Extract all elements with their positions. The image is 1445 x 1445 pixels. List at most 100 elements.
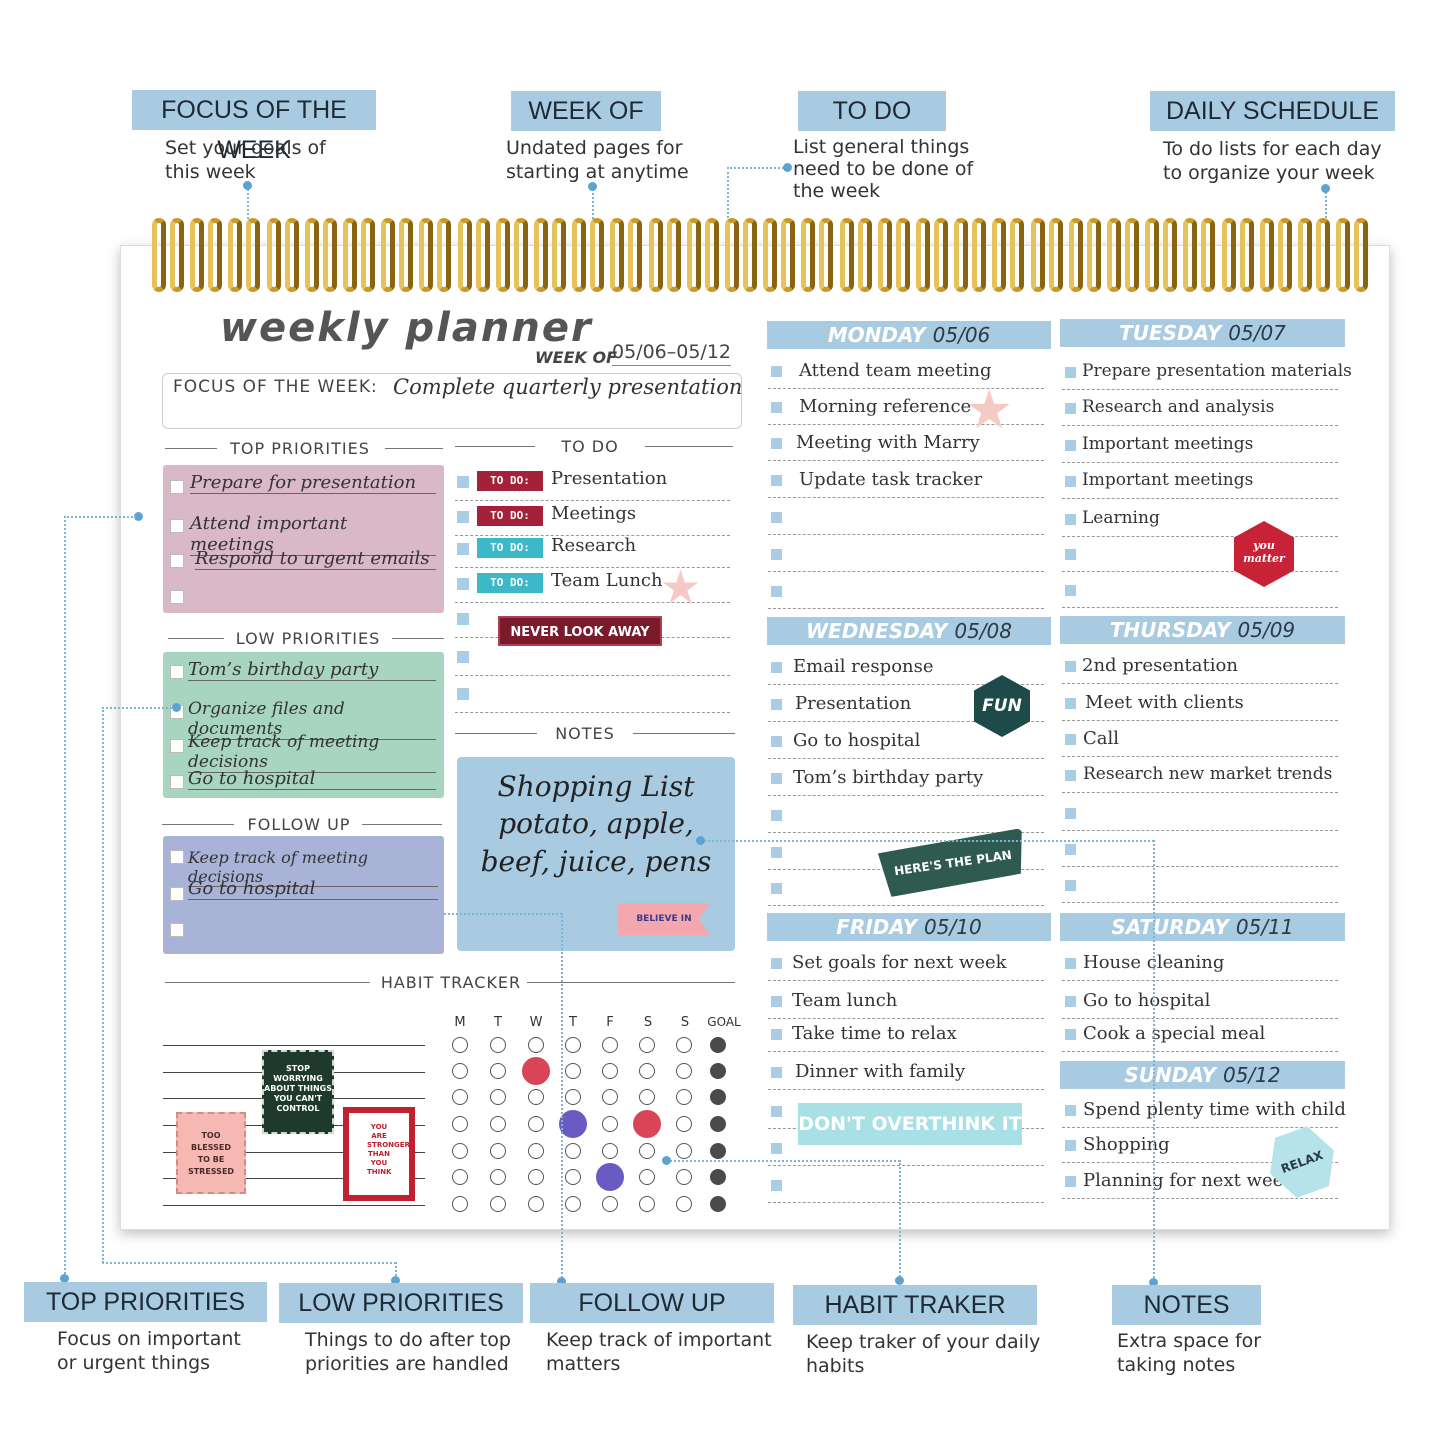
day-row[interactable]: Shopping: [1062, 1126, 1338, 1163]
day-row[interactable]: Take time to relax: [768, 1015, 1044, 1052]
habit-checkbox[interactable]: [528, 1116, 544, 1132]
checkbox[interactable]: [170, 923, 184, 937]
habit-checkbox[interactable]: [602, 1089, 618, 1105]
day-row[interactable]: Go to hospital: [1062, 982, 1338, 1019]
day-row[interactable]: [1062, 830, 1338, 867]
habit-checkbox[interactable]: [565, 1196, 581, 1212]
day-row[interactable]: Attend team meeting: [768, 352, 1044, 389]
day-row[interactable]: Research and analysis: [1062, 389, 1338, 426]
day-row[interactable]: [768, 796, 1044, 833]
habit-checkbox[interactable]: [528, 1196, 544, 1212]
habit-checkbox[interactable]: [490, 1037, 506, 1053]
day-row[interactable]: [768, 869, 1044, 906]
habit-checkbox[interactable]: [490, 1196, 506, 1212]
habit-checkbox[interactable]: [528, 1143, 544, 1159]
habit-goal-dot[interactable]: [710, 1143, 726, 1159]
habit-checkbox[interactable]: [676, 1037, 692, 1053]
checkbox[interactable]: [170, 775, 184, 789]
todo-row[interactable]: [455, 678, 730, 713]
checkbox[interactable]: [170, 850, 184, 864]
day-row[interactable]: [768, 535, 1044, 572]
day-row[interactable]: Call: [1062, 720, 1338, 757]
day-row[interactable]: Team lunch: [768, 982, 1044, 1019]
habit-checkbox[interactable]: [676, 1196, 692, 1212]
habit-checkbox[interactable]: [490, 1116, 506, 1132]
habit-checkbox[interactable]: [452, 1116, 468, 1132]
habit-checkbox[interactable]: [452, 1089, 468, 1105]
day-row[interactable]: Update task tracker: [768, 461, 1044, 498]
habit-checkbox[interactable]: [490, 1063, 506, 1079]
habit-checkbox[interactable]: [639, 1089, 655, 1105]
habit-goal-dot[interactable]: [710, 1169, 726, 1185]
habit-checkbox[interactable]: [676, 1143, 692, 1159]
checkbox[interactable]: [170, 887, 184, 901]
checkbox[interactable]: [170, 739, 184, 753]
habit-goal-dot[interactable]: [710, 1089, 726, 1105]
day-row[interactable]: [768, 572, 1044, 609]
day-row[interactable]: Dinner with family: [768, 1053, 1044, 1090]
habit-checkbox[interactable]: [676, 1089, 692, 1105]
todo-row[interactable]: TO DO:Meetings: [455, 501, 730, 536]
habit-checkbox[interactable]: [565, 1143, 581, 1159]
day-row[interactable]: [1062, 866, 1338, 903]
day-row[interactable]: Set goals for next week: [768, 944, 1044, 981]
day-row[interactable]: Important meetings: [1062, 426, 1338, 463]
day-row[interactable]: Go to hospital: [768, 722, 1044, 759]
habit-checkbox[interactable]: [452, 1037, 468, 1053]
habit-goal-dot[interactable]: [710, 1037, 726, 1053]
habit-checkbox[interactable]: [559, 1110, 587, 1138]
day-row[interactable]: [1062, 571, 1338, 608]
day-row[interactable]: Email response: [768, 648, 1044, 685]
day-row[interactable]: Presentation: [768, 685, 1044, 722]
habit-checkbox[interactable]: [452, 1063, 468, 1079]
todo-row[interactable]: [455, 641, 730, 676]
day-row[interactable]: Morning reference: [768, 388, 1044, 425]
day-row[interactable]: Tom’s birthday party: [768, 759, 1044, 796]
habit-checkbox[interactable]: [596, 1163, 624, 1191]
habit-checkbox[interactable]: [565, 1089, 581, 1105]
habit-checkbox[interactable]: [528, 1169, 544, 1185]
day-row[interactable]: Planning for next week: [1062, 1162, 1338, 1199]
day-row[interactable]: House cleaning: [1062, 944, 1338, 981]
checkbox[interactable]: [170, 480, 184, 494]
habit-checkbox[interactable]: [639, 1169, 655, 1185]
day-row[interactable]: [1062, 535, 1338, 572]
day-row[interactable]: [1062, 794, 1338, 831]
habit-checkbox[interactable]: [602, 1116, 618, 1132]
week-of-value[interactable]: 05/06–05/12: [612, 341, 732, 366]
checkbox[interactable]: [170, 519, 184, 533]
day-row[interactable]: Cook a special meal: [1062, 1015, 1338, 1052]
checkbox[interactable]: [170, 665, 184, 679]
habit-checkbox[interactable]: [602, 1037, 618, 1053]
day-row[interactable]: Prepare presentation materials: [1062, 353, 1352, 390]
habit-checkbox[interactable]: [452, 1143, 468, 1159]
day-row[interactable]: [768, 1129, 1044, 1166]
day-row[interactable]: [768, 498, 1044, 535]
habit-checkbox[interactable]: [676, 1169, 692, 1185]
habit-checkbox[interactable]: [633, 1110, 661, 1138]
habit-checkbox[interactable]: [565, 1169, 581, 1185]
todo-row[interactable]: TO DO:Presentation: [455, 466, 730, 501]
habit-checkbox[interactable]: [565, 1063, 581, 1079]
todo-row[interactable]: TO DO:Research: [455, 533, 730, 568]
habit-goal-dot[interactable]: [710, 1116, 726, 1132]
habit-checkbox[interactable]: [490, 1143, 506, 1159]
habit-checkbox[interactable]: [602, 1196, 618, 1212]
habit-checkbox[interactable]: [452, 1196, 468, 1212]
day-row[interactable]: Meet with clients: [1062, 684, 1338, 721]
habit-checkbox[interactable]: [676, 1063, 692, 1079]
day-row[interactable]: Research new market trends: [1062, 756, 1338, 793]
habit-checkbox[interactable]: [639, 1063, 655, 1079]
habit-checkbox[interactable]: [639, 1037, 655, 1053]
checkbox[interactable]: [170, 554, 184, 568]
habit-goal-dot[interactable]: [710, 1063, 726, 1079]
habit-checkbox[interactable]: [639, 1143, 655, 1159]
habit-checkbox[interactable]: [602, 1143, 618, 1159]
habit-checkbox[interactable]: [602, 1063, 618, 1079]
day-row[interactable]: Learning: [1062, 500, 1338, 537]
habit-checkbox[interactable]: [528, 1037, 544, 1053]
habit-checkbox[interactable]: [565, 1037, 581, 1053]
habit-goal-dot[interactable]: [710, 1196, 726, 1212]
habit-checkbox[interactable]: [528, 1089, 544, 1105]
day-row[interactable]: 2nd presentation: [1062, 647, 1338, 684]
